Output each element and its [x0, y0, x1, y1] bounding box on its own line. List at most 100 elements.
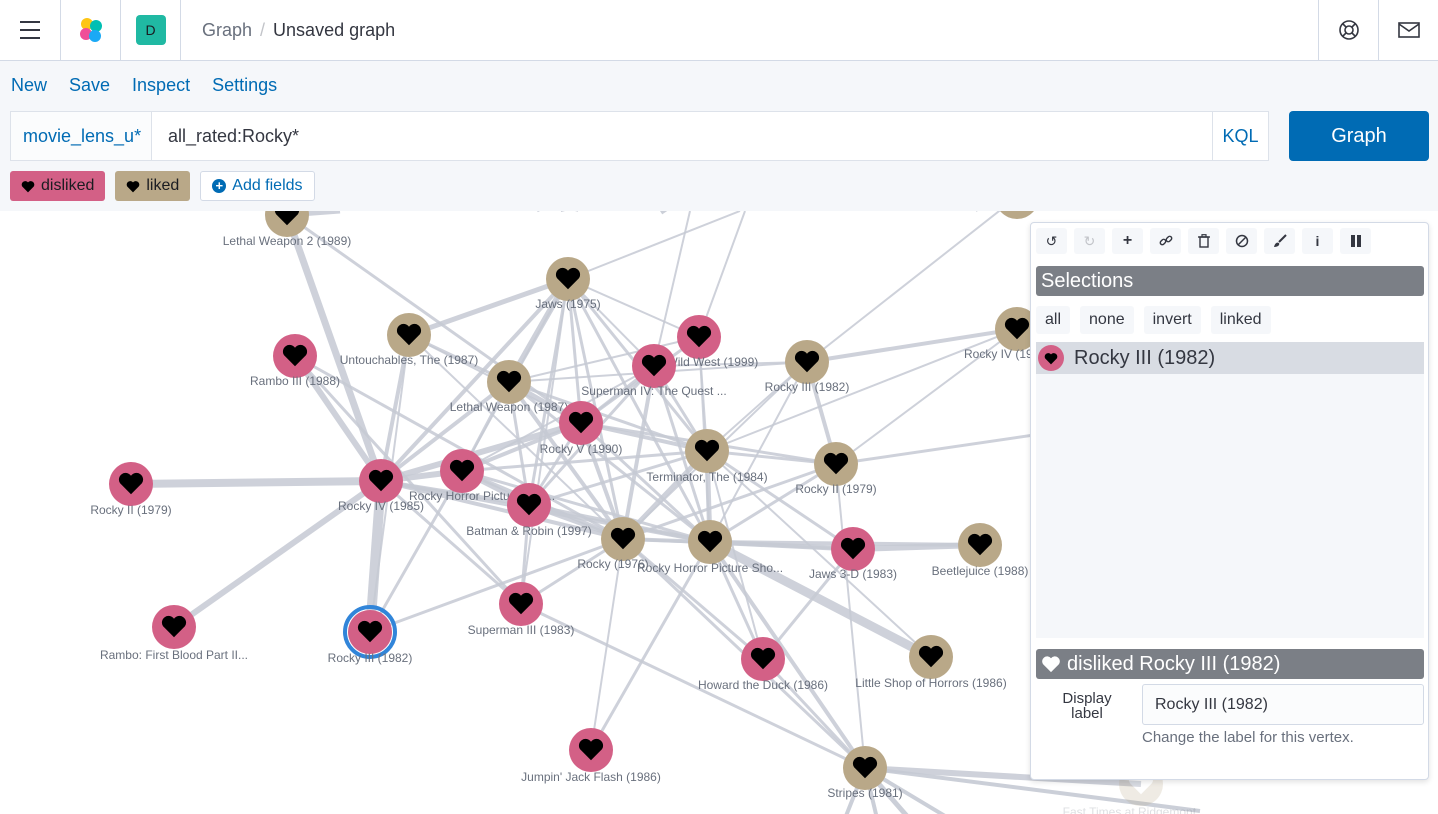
breadcrumb-separator: /	[260, 19, 266, 40]
vertex-label: Jumpin' Jack Flash (1986)	[521, 770, 661, 784]
graph-edge	[528, 449, 708, 507]
mail-icon	[1397, 22, 1420, 38]
vertex-label: Howard the Duck (1986)	[698, 678, 828, 692]
graph-edge	[566, 278, 583, 424]
style-button[interactable]	[1264, 228, 1295, 254]
graph-vertex[interactable]: Little Shop of Horrors (1986)	[855, 635, 1007, 690]
vertex-label: Rambo: First Blood Part II...	[100, 648, 248, 662]
graph-vertex[interactable]: Batman & Robin (1997)	[466, 483, 592, 538]
graph-vertex[interactable]: Rambo III (1988)	[250, 334, 340, 388]
newsfeed-button[interactable]	[1378, 0, 1438, 60]
graph-edge	[864, 766, 1201, 813]
graph-edge	[706, 450, 932, 658]
field-pill-label: liked	[146, 177, 180, 194]
graph-edge	[379, 380, 511, 483]
query-input[interactable]	[152, 112, 1212, 160]
graph-vertex[interactable]: Rocky III (1982)	[328, 605, 413, 665]
space-avatar: D	[135, 15, 166, 45]
graph-submit-button[interactable]: Graph	[1289, 111, 1429, 161]
delete-button[interactable]	[1188, 228, 1219, 254]
query-language-toggle[interactable]: KQL	[1212, 112, 1268, 160]
graph-vertex[interactable]: Terminator, The (1984)	[646, 429, 768, 484]
field-pill-liked[interactable]: liked	[115, 171, 191, 201]
menu-toggle-button[interactable]	[0, 0, 60, 60]
graph-edge	[806, 327, 1018, 364]
graph-vertex[interactable]: Superman III (1983)	[468, 582, 575, 637]
settings-button[interactable]: Settings	[212, 75, 278, 95]
graph-vertex[interactable]: Rocky II (1979)	[90, 462, 172, 517]
expand-selection-button[interactable]: +	[1112, 228, 1143, 254]
graph-vertex[interactable]: Jumpin' Jack Flash (1986)	[521, 728, 661, 784]
graph-edge	[864, 765, 1142, 787]
graph-vertex[interactable]: First Blood (Rambo: First ...	[984, 211, 1131, 219]
help-button[interactable]	[1318, 0, 1378, 60]
pause-icon	[1350, 235, 1361, 247]
add-links-button[interactable]	[1150, 228, 1181, 254]
graph-edge	[835, 328, 1018, 465]
list-item[interactable]: Rocky III (1982)	[1036, 342, 1424, 374]
vertex-label: Rocky III (1982)	[328, 651, 413, 665]
heart-icon	[686, 325, 712, 348]
vertex-label: Untouchables, The (1987)	[340, 353, 479, 367]
graph-edge	[835, 463, 866, 769]
heart-icon	[1004, 317, 1030, 340]
graph-toolbar-area: New Save Inspect Settings movie_lens_u* …	[0, 61, 1438, 211]
top-nav-menu: New Save Inspect Settings	[11, 75, 277, 96]
graph-vertex[interactable]: Lethal Weapon (1987)	[450, 360, 569, 414]
heart-icon	[823, 452, 849, 475]
graph-edge	[708, 540, 867, 770]
select-all-button[interactable]: all	[1036, 306, 1071, 334]
pause-layout-button[interactable]	[1340, 228, 1371, 254]
space-selector[interactable]: D	[120, 0, 180, 60]
graph-vertex[interactable]: Rocky (1976)	[577, 517, 649, 571]
undo-button[interactable]: ↺	[1036, 228, 1067, 254]
graph-edge	[520, 278, 569, 605]
heart-icon	[794, 350, 820, 373]
new-button[interactable]: New	[11, 75, 48, 95]
vertex-label: Stripes (1981)	[827, 786, 902, 800]
graph-vertex[interactable]: Howard the Duck (1986)	[698, 637, 828, 692]
graph-vertex[interactable]: Rocky IV (1985)	[338, 459, 424, 513]
graph-vertex[interactable]: Rocky IV (1985)	[964, 307, 1050, 361]
select-invert-button[interactable]: invert	[1143, 306, 1201, 334]
search-bar: movie_lens_u* KQL	[10, 111, 1269, 161]
graph-vertex[interactable]: Rocky II (1979)	[795, 442, 877, 496]
graph-vertex[interactable]: Lethal Weapon 2 (1989)	[223, 211, 352, 248]
index-pattern-picker[interactable]: movie_lens_u*	[11, 112, 152, 160]
graph-vertex[interactable]: Untouchables, The (1987)	[340, 313, 479, 367]
graph-vertex[interactable]: Jaws 3-D (1983)	[809, 527, 897, 581]
graph-vertex[interactable]: Rocky III (1982)	[765, 340, 850, 394]
graph-edge	[508, 380, 711, 544]
display-label-input[interactable]	[1142, 684, 1424, 725]
vertex-label: Rocky III (1982)	[765, 380, 850, 394]
graph-vertex[interactable]: Rocky Horror Picture Sho...	[637, 520, 783, 575]
inspect-button[interactable]: Inspect	[132, 75, 191, 95]
select-linked-button[interactable]: linked	[1210, 306, 1271, 334]
graph-canvas[interactable]: Lethal Weapon 2 (1989) First Blood (Rambo…	[0, 211, 1438, 814]
kibana-logo-icon[interactable]	[60, 0, 120, 60]
selection-ring	[343, 605, 397, 659]
field-pill-disliked[interactable]: disliked	[10, 171, 106, 201]
graph-edge	[622, 537, 764, 661]
vertex-label: Terminator, The (1984)	[646, 470, 767, 484]
redo-button[interactable]: ↻	[1074, 228, 1105, 254]
select-none-button[interactable]: none	[1080, 306, 1134, 334]
graph-vertex[interactable]: Jaws (1975)	[535, 257, 601, 311]
graph-vertex[interactable]: Superman IV: The Quest ...	[581, 344, 727, 398]
save-button[interactable]: Save	[69, 75, 111, 95]
graph-vertex[interactable]: Beetlejuice (1988)	[932, 523, 1029, 578]
breadcrumb-graph[interactable]: Graph	[202, 19, 253, 40]
graph-edge	[508, 336, 700, 383]
graph-vertex[interactable]: Rambo: First Blood Part II...	[100, 605, 248, 662]
graph-vertex[interactable]: Stripes (1981)	[827, 746, 903, 800]
add-fields-button[interactable]: + Add fields	[200, 171, 315, 201]
help-icon	[1338, 20, 1359, 40]
blocklist-button[interactable]	[1226, 228, 1257, 254]
vertex-label: Rambo III (1988)	[250, 374, 340, 388]
heart-icon	[697, 530, 723, 553]
graph-vertex[interactable]: Rocky V (1990)	[540, 401, 623, 456]
field-pills: disliked liked + Add fields	[10, 171, 315, 201]
vertex-label: Rocky IV (1985)	[338, 499, 424, 513]
graph-svg[interactable]: Lethal Weapon 2 (1989) First Blood (Rambo…	[0, 211, 1438, 814]
info-button[interactable]: i	[1302, 228, 1333, 254]
